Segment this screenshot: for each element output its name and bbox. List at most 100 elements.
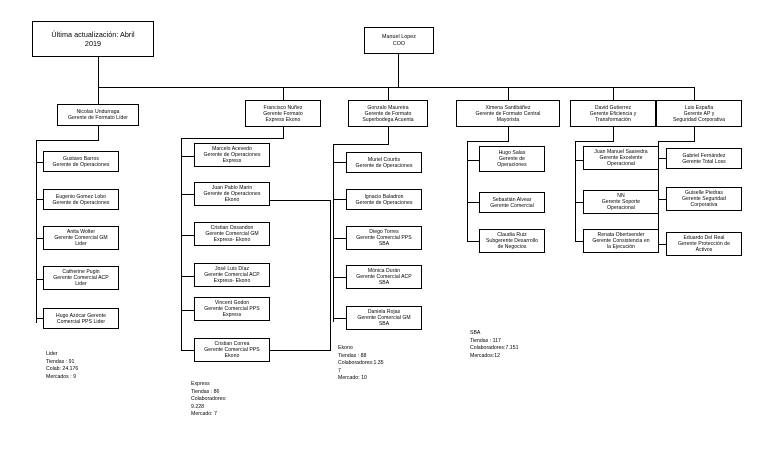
node-ignacio-baladron[interactable]: Ignacio Baladron Gerente de Operaciones <box>346 189 422 210</box>
connector-central-top <box>467 141 509 142</box>
node-monica-duran-text: Mónica Durán Gerente Comercial ACP SBA <box>356 268 412 286</box>
node-ximena-santibanez-text: Ximena Santibáñez Gerente de Formato Cen… <box>475 104 541 123</box>
node-cristian-correa[interactable]: Cristian Correa Gerente Comercial PPS Ek… <box>194 338 270 362</box>
node-gonzalo-maureira[interactable]: Gonzalo Maureira Gerente de Formato Supe… <box>348 100 428 127</box>
connector-sba-branch-4 <box>333 277 346 278</box>
node-marcelo-acevedo-text: Marcelo Acevedo Gerente de Operaciones E… <box>203 146 261 164</box>
node-cristian-ossandon[interactable]: Cristian Ossandon Gerente Comercial GM E… <box>194 222 270 246</box>
connector-ap-stem <box>694 127 695 141</box>
node-francisco-nunez[interactable]: Francisco Nuñez Gerente Formato Express … <box>245 100 321 127</box>
connector-bus-to-efic <box>613 87 614 104</box>
connector-express-branch-5 <box>181 310 194 311</box>
node-gonzalo-maureira-text: Gonzalo Maureira Gerente de Formato Supe… <box>362 104 414 123</box>
node-manuel-lopez[interactable]: Manuel Lopez COO <box>364 27 434 54</box>
node-diego-torres-text: Diego Torres Gerente Comercial PPS SBA <box>356 229 412 247</box>
node-claudia-ruiz[interactable]: Claudia Ruiz Subgerente Desarrollo de Ne… <box>479 229 545 253</box>
node-gustavo-barros-text: Gustavo Barros Gerente de Operaciones <box>52 155 110 168</box>
node-luis-espana[interactable]: Luis España Gerente AP y Seguridad Corpo… <box>656 100 742 127</box>
connector-bus-to-sba <box>388 87 389 104</box>
connector-central-stem <box>508 127 509 141</box>
last-update-note-text: Última actualización: Abril 2019 <box>51 29 135 48</box>
node-guiselle-piedras-text: Guiselle Piedras Gerente Seguridad Corpo… <box>682 190 726 208</box>
node-nicolas-undurraga-text: Nicolas Undurraga Gerente de Formato Líd… <box>67 109 129 121</box>
stats-ekono: Ekono Tiendas : 88 Colaboradores:1.35 7 … <box>338 345 384 382</box>
connector-efic-stem <box>613 127 614 141</box>
node-catherine-pugin[interactable]: Catherine Pugin Gerente Comercial ACP Li… <box>43 266 119 290</box>
node-eugenio-gomez-lobo[interactable]: Eugenio Gomez Lobo Gerente de Operacione… <box>43 189 119 210</box>
node-daniela-rojas[interactable]: Daniela Rojas Gerente Comercial GM SBA <box>346 306 422 330</box>
connector-express-stem <box>283 127 284 138</box>
node-muriel-courtis[interactable]: Muriel Courtis Gerente de Operaciones <box>346 152 422 173</box>
node-hugo-salas[interactable]: Hugo Salas Gerente de Operaciones <box>479 146 545 172</box>
node-nicolas-undurraga[interactable]: Nicolas Undurraga Gerente de Formato Líd… <box>57 104 139 126</box>
node-nn[interactable]: NN Gerente Soporte Operacional <box>583 190 659 214</box>
connector-efic-top <box>575 141 614 142</box>
connector-express-branch-2 <box>181 194 194 195</box>
connector-root-stem <box>398 54 399 87</box>
connector-note-stem <box>98 57 99 87</box>
connector-efic-branch-1 <box>575 160 587 161</box>
connector-lider-spine <box>36 140 37 323</box>
connector-bus-to-lider <box>98 87 99 104</box>
node-eduardo-del-real[interactable]: Eduardo Del Real Gerente Protección de A… <box>666 232 742 256</box>
connector-lider-top <box>36 140 99 141</box>
connector-sba-branch-1 <box>333 162 346 163</box>
node-gustavo-barros[interactable]: Gustavo Barros Gerente de Operaciones <box>43 151 119 172</box>
node-diego-torres[interactable]: Diego Torres Gerente Comercial PPS SBA <box>346 226 422 250</box>
node-david-gutierrez-text: David Gutierrez Gerente Eficiencia y Tra… <box>589 104 637 123</box>
connector-sba-spine <box>333 144 334 322</box>
node-vincent-godon-text: Vincent Godon Gerente Comercial PPS Expr… <box>204 300 260 318</box>
connector-sba-stem <box>388 127 389 144</box>
node-jose-luis-diaz[interactable]: José Luis Díaz Gerente Comercial ACP Exp… <box>194 263 270 287</box>
connector-ekono-link-spine <box>330 200 331 350</box>
node-hugo-salas-text: Hugo Salas Gerente de Operaciones <box>497 150 527 168</box>
stats-sba: SBA Tiendas : 117 Colaboradores:7.151 Me… <box>470 330 519 359</box>
node-vincent-godon[interactable]: Vincent Godon Gerente Comercial PPS Expr… <box>194 297 270 321</box>
last-update-note: Última actualización: Abril 2019 <box>32 21 154 57</box>
node-catherine-pugin-text: Catherine Pugin Gerente Comercial ACP Li… <box>53 269 109 287</box>
connector-efic-spine <box>575 141 576 242</box>
node-ignacio-baladron-text: Ignacio Baladron Gerente de Operaciones <box>355 193 413 206</box>
node-muriel-courtis-text: Muriel Courtis Gerente de Operaciones <box>355 156 413 169</box>
node-david-gutierrez[interactable]: David Gutierrez Gerente Eficiencia y Tra… <box>570 100 656 127</box>
connector-express-spine <box>181 138 182 350</box>
connector-level2-bus <box>98 87 694 88</box>
node-juan-pablo-marin[interactable]: Juan Pablo Marin Gerente de Operaciones … <box>194 182 270 206</box>
node-marcelo-acevedo[interactable]: Marcelo Acevedo Gerente de Operaciones E… <box>194 143 270 167</box>
connector-ekono-link-top <box>270 200 331 201</box>
connector-sba-branch-5 <box>333 318 346 319</box>
node-renata-obertsender[interactable]: Renata Obertsender Gerente Consistencia … <box>583 229 659 253</box>
node-claudia-ruiz-text: Claudia Ruiz Subgerente Desarrollo de Ne… <box>485 232 539 250</box>
node-monica-duran[interactable]: Mónica Durán Gerente Comercial ACP SBA <box>346 265 422 289</box>
node-nn-text: NN Gerente Soporte Operacional <box>601 193 641 211</box>
connector-sba-top <box>333 144 389 145</box>
node-juan-manuel-saavedra[interactable]: Juan Manuel Saavedra Gerente Excelente O… <box>583 146 659 170</box>
node-hugo-azocar[interactable]: Hugo Azócar Gerente Comercial PPS Lider <box>43 308 119 329</box>
connector-central-branch-3 <box>467 241 479 242</box>
node-cristian-correa-text: Cristian Correa Gerente Comercial PPS Ek… <box>204 341 260 359</box>
connector-efic-branch-3 <box>575 241 587 242</box>
connector-central-spine <box>467 141 468 242</box>
node-eduardo-del-real-text: Eduardo Del Real Gerente Protección de A… <box>677 235 731 253</box>
node-anita-wolter[interactable]: Anita Wolter Gerente Comercial GM Lider <box>43 226 119 250</box>
node-luis-espana-text: Luis España Gerente AP y Seguridad Corpo… <box>672 104 726 123</box>
stats-lider: Lider Tiendas : 91 Colab: 24.176 Mercado… <box>46 351 79 380</box>
node-eugenio-gomez-lobo-text: Eugenio Gomez Lobo Gerente de Operacione… <box>52 193 110 206</box>
connector-express-branch-6 <box>181 350 194 351</box>
node-guiselle-piedras[interactable]: Guiselle Piedras Gerente Seguridad Corpo… <box>666 187 742 211</box>
node-gabriel-fernandez[interactable]: Gabriel Fernández Gerente Total Loss <box>666 148 742 169</box>
node-ximena-santibanez[interactable]: Ximena Santibáñez Gerente de Formato Cen… <box>456 100 560 127</box>
connector-ap-branch-3 <box>658 244 670 245</box>
connector-lider-stem <box>98 126 99 140</box>
connector-express-top <box>181 138 284 139</box>
node-sebastian-alvear[interactable]: Sebastián Alvear Gerente Comercial <box>479 192 545 213</box>
connector-ap-top <box>658 141 695 142</box>
node-juan-manuel-saavedra-text: Juan Manuel Saavedra Gerente Excelente O… <box>594 149 648 167</box>
stats-express: Express Tiendas : 86 Colaboradores: 9.22… <box>191 381 227 418</box>
node-jose-luis-diaz-text: José Luis Díaz Gerente Comercial ACP Exp… <box>204 266 260 284</box>
node-cristian-ossandon-text: Cristian Ossandon Gerente Comercial GM E… <box>205 225 259 243</box>
connector-ap-branch-2 <box>658 199 670 200</box>
connector-central-branch-2 <box>467 202 479 203</box>
connector-efic-branch-2 <box>575 202 587 203</box>
